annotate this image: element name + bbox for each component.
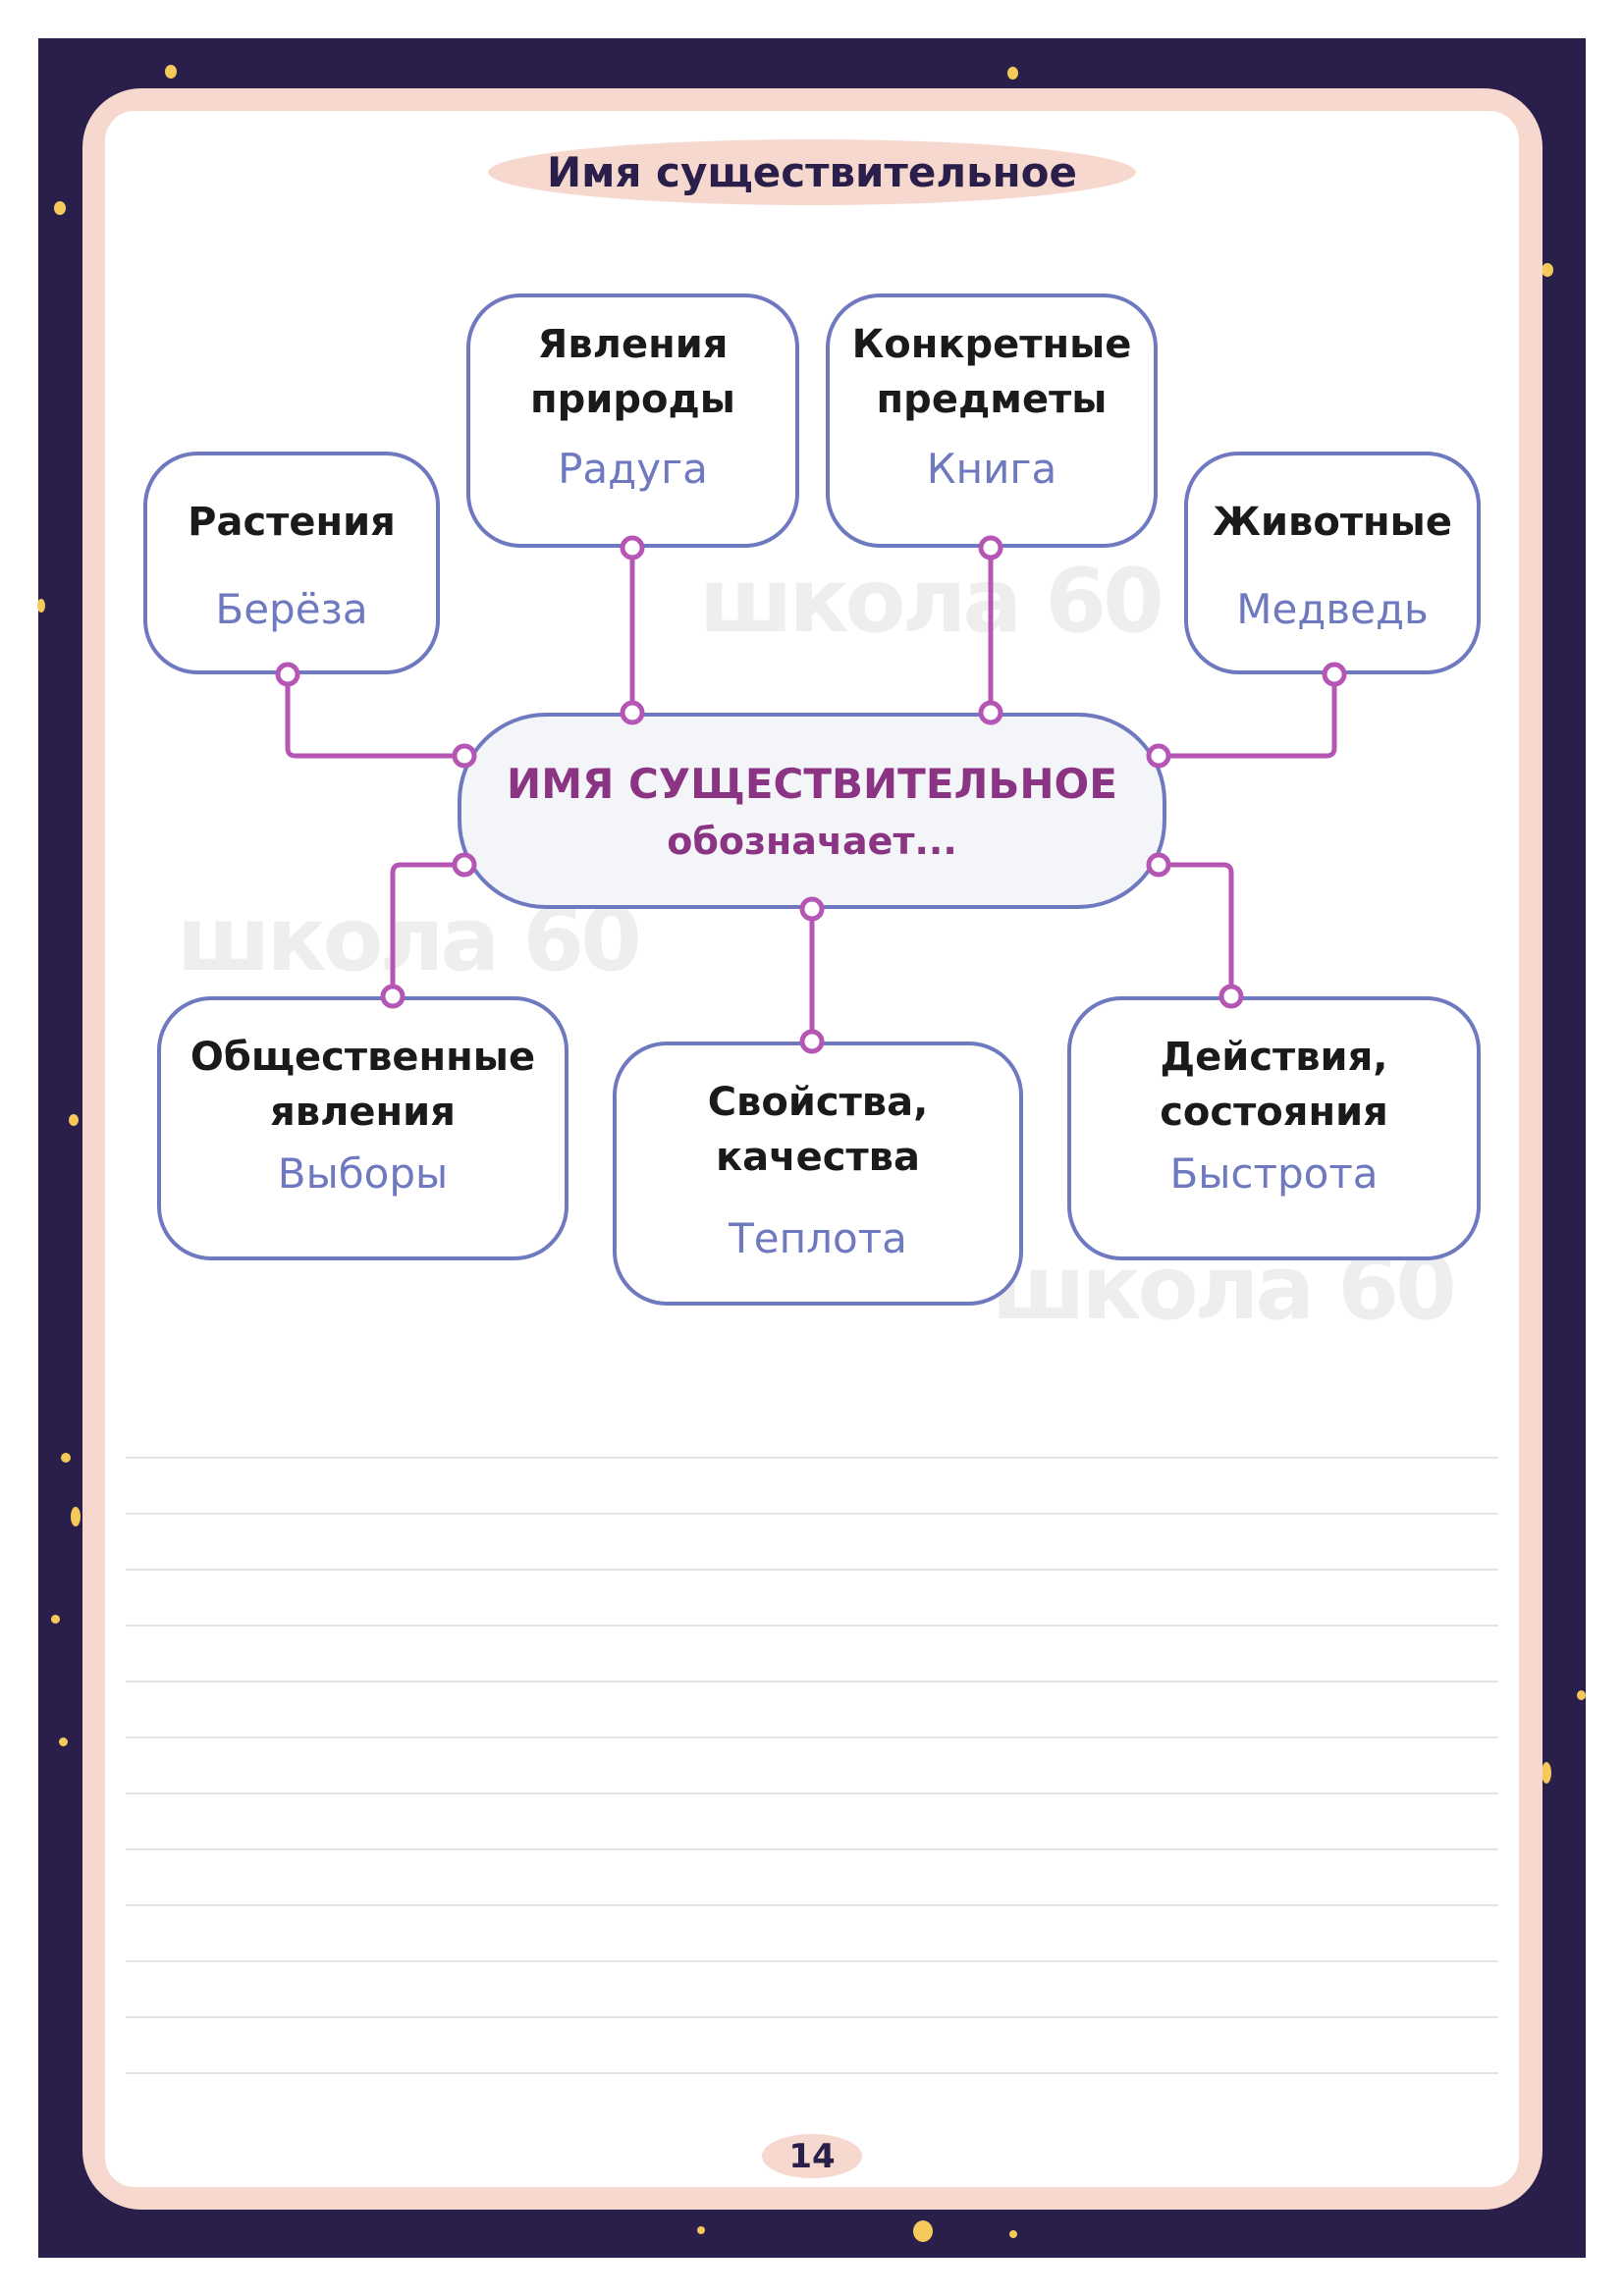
- star-dot: [59, 1737, 68, 1746]
- joint-circle: [1322, 662, 1347, 687]
- category-animals: Животные Медведь: [1184, 452, 1481, 674]
- connector-animals: [1159, 674, 1337, 759]
- star-dot: [697, 2226, 705, 2234]
- center-subtitle: обозначает...: [667, 819, 957, 863]
- watermark: школа 60: [699, 550, 1164, 653]
- star-dot: [165, 65, 177, 79]
- joint-circle: [1146, 743, 1171, 769]
- writing-line: [126, 2072, 1498, 2074]
- category-heading: Явления природы: [530, 322, 735, 422]
- category-nature: Явления природы Радуга: [466, 294, 799, 548]
- star-dot: [71, 1507, 81, 1526]
- center-heading: ИМЯ СУЩЕСТВИТЕЛЬНОЕ: [507, 759, 1117, 808]
- connector-social: [390, 862, 464, 996]
- category-example: Быстрота: [1169, 1149, 1379, 1198]
- writing-line: [126, 1625, 1498, 1627]
- writing-line: [126, 1569, 1498, 1571]
- joint-circle: [452, 852, 477, 878]
- joint-circle: [452, 743, 477, 769]
- writing-line: [126, 1848, 1498, 1850]
- category-example: Радуга: [558, 445, 708, 493]
- star-dot: [69, 1114, 79, 1126]
- central-concept: ИМЯ СУЩЕСТВИТЕЛЬНОЕ обозначает...: [458, 713, 1166, 909]
- star-dot: [1009, 2230, 1017, 2238]
- category-heading: Конкретные предметы: [851, 322, 1132, 422]
- category-example: Теплота: [729, 1214, 907, 1262]
- star-dot: [913, 2220, 933, 2242]
- page-title: Имя существительное: [546, 148, 1077, 196]
- joint-circle: [978, 535, 1003, 561]
- joint-circle: [620, 700, 645, 725]
- category-social: Общественные явления Выборы: [157, 996, 568, 1260]
- category-example: Медведь: [1236, 585, 1429, 633]
- writing-line: [126, 1792, 1498, 1794]
- category-heading: Свойства, качества: [707, 1080, 929, 1180]
- category-plants: Растения Берёза: [143, 452, 440, 674]
- category-heading: Животные: [1213, 500, 1452, 545]
- writing-line: [126, 1681, 1498, 1682]
- category-actions: Действия, состояния Быстрота: [1067, 996, 1481, 1260]
- star-dot: [54, 201, 66, 215]
- writing-line: [126, 1457, 1498, 1459]
- category-example: Берёза: [215, 585, 368, 633]
- category-heading: Действия, состояния: [1160, 1035, 1388, 1135]
- category-qualities: Свойства, качества Теплота: [613, 1041, 1023, 1306]
- connector-plants: [285, 674, 464, 759]
- writing-line: [126, 1960, 1498, 1962]
- star-dot: [1542, 263, 1553, 277]
- category-objects: Конкретные предметы Книга: [826, 294, 1158, 548]
- category-heading: Растения: [188, 500, 396, 545]
- category-example: Выборы: [277, 1149, 449, 1198]
- writing-line: [126, 1736, 1498, 1738]
- joint-circle: [275, 662, 300, 687]
- joint-circle: [799, 896, 825, 922]
- joint-circle: [620, 535, 645, 561]
- connector-actions: [1159, 862, 1234, 996]
- writing-line: [126, 1513, 1498, 1515]
- star-dot: [1542, 1762, 1551, 1784]
- joint-circle: [1146, 852, 1171, 878]
- joint-circle: [799, 1029, 825, 1054]
- writing-line: [126, 1904, 1498, 1906]
- title-banner: Имя существительное: [488, 139, 1136, 205]
- star-dot: [1007, 67, 1018, 80]
- category-example: Книга: [926, 445, 1057, 493]
- category-heading: Общественные явления: [189, 1035, 536, 1135]
- star-dot: [37, 599, 45, 613]
- star-dot: [1577, 1690, 1586, 1700]
- page-number: 14: [762, 2134, 862, 2178]
- star-dot: [61, 1453, 71, 1463]
- star-dot: [51, 1615, 60, 1624]
- joint-circle: [380, 984, 406, 1009]
- writing-line: [126, 2016, 1498, 2018]
- joint-circle: [1218, 984, 1244, 1009]
- joint-circle: [978, 700, 1003, 725]
